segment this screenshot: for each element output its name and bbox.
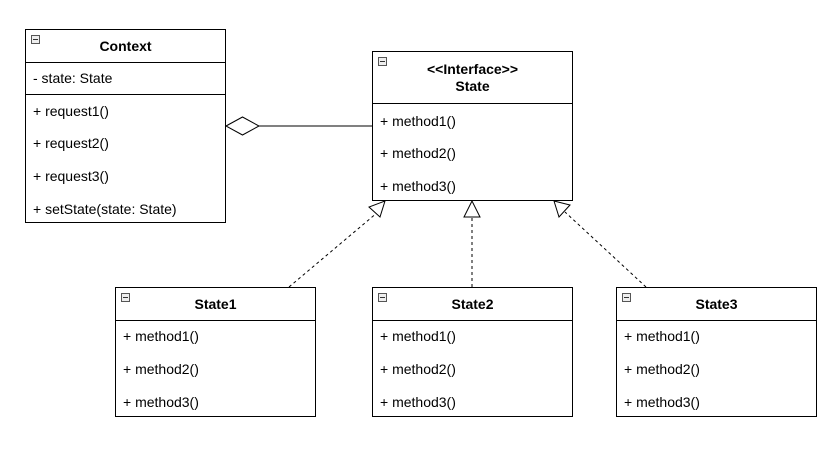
method: + method1() (380, 328, 456, 344)
collapse-icon[interactable] (378, 293, 387, 302)
attribute: - state: State (33, 70, 113, 86)
method: + setState(state: State) (33, 201, 177, 217)
state1-header: State1 (116, 288, 315, 321)
class-name: State3 (695, 296, 738, 312)
method: + method3() (380, 178, 456, 194)
class-name: Context (99, 38, 152, 54)
collapse-icon[interactable] (378, 57, 387, 66)
method: + method1() (123, 328, 199, 344)
state-header: <<Interface>> State (373, 52, 572, 104)
method: + method1() (380, 113, 456, 129)
method: + method3() (380, 394, 456, 410)
state-methods: + method1() + method2() + method3() (373, 104, 572, 200)
class-name: State2 (451, 296, 494, 312)
method: + request1() (33, 103, 109, 119)
method: + request2() (33, 135, 109, 151)
method: + method2() (624, 361, 700, 377)
context-attributes: - state: State (26, 63, 225, 95)
state2-methods: + method1() + method2() + method3() (373, 321, 572, 416)
state2-class[interactable]: State2 + method1() + method2() + method3… (372, 287, 573, 417)
method: + method3() (123, 394, 199, 410)
realization-arrow-state1 (368, 200, 386, 218)
state2-header: State2 (373, 288, 572, 321)
state1-methods: + method1() + method2() + method3() (116, 321, 315, 416)
state3-methods: + method1() + method2() + method3() (617, 321, 816, 416)
realization-line-state3 (564, 211, 647, 288)
collapse-icon[interactable] (31, 35, 40, 44)
context-methods: + request1() + request2() + request3() +… (26, 95, 225, 222)
method: + request3() (33, 168, 109, 184)
context-header: Context (26, 30, 225, 63)
aggregation-diamond (224, 116, 261, 136)
state3-header: State3 (617, 288, 816, 321)
method: + method2() (380, 361, 456, 377)
realization-arrow-state3 (553, 200, 571, 218)
collapse-icon[interactable] (622, 293, 631, 302)
context-class[interactable]: Context - state: State + request1() + re… (25, 29, 226, 223)
state1-class[interactable]: State1 + method1() + method2() + method3… (115, 287, 316, 417)
realization-arrow-state2 (463, 199, 481, 218)
class-name: State (455, 78, 490, 94)
state-interface[interactable]: <<Interface>> State + method1() + method… (372, 51, 573, 201)
method: + method3() (624, 394, 700, 410)
class-name: State1 (194, 296, 237, 312)
stereotype-label: <<Interface>> (426, 61, 519, 77)
method: + method1() (624, 328, 700, 344)
method: + method2() (380, 145, 456, 161)
method: + method2() (123, 361, 199, 377)
state3-class[interactable]: State3 + method1() + method2() + method3… (616, 287, 817, 417)
collapse-icon[interactable] (121, 293, 130, 302)
realization-line-state1 (288, 211, 379, 288)
